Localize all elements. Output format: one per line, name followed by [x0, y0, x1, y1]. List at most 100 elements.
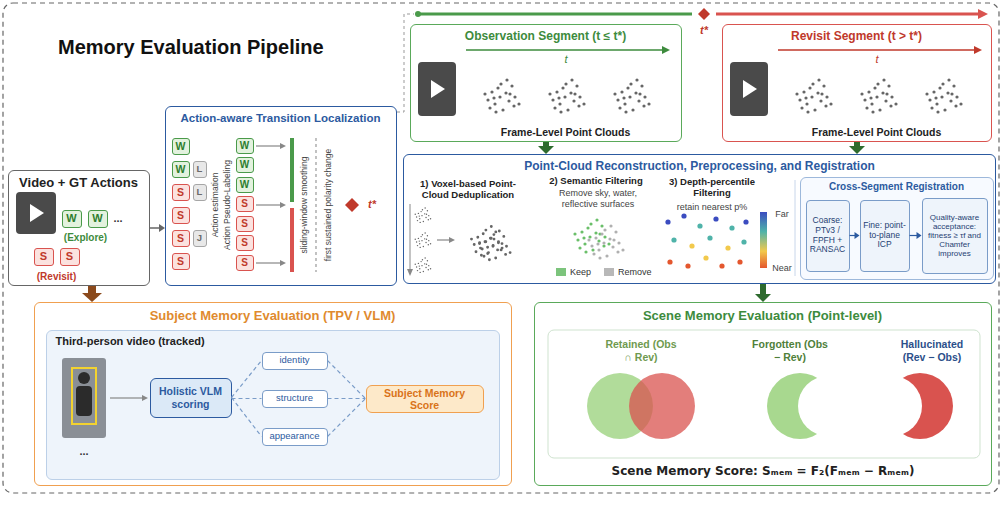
- depth-point: [685, 263, 690, 268]
- annotation: Action estimation: [210, 173, 220, 238]
- action-label-box: S: [172, 230, 190, 247]
- arrow-head: [917, 232, 922, 239]
- connector-line: [232, 398, 262, 399]
- depth-point: [737, 259, 742, 264]
- connector-line: [328, 398, 366, 399]
- legend-swatch: [604, 268, 614, 276]
- point-cloud: [862, 80, 896, 112]
- action-label-box: S: [172, 253, 190, 270]
- box-label: S: [66, 250, 73, 263]
- annotation: Scene Memory Score: Sₘₑₘ = F₂(Fₘₑₘ − Rₘₑ…: [612, 464, 915, 478]
- action-label-box: W: [236, 177, 254, 193]
- arrow-head: [855, 232, 860, 239]
- leader-line: [397, 14, 414, 112]
- process-box: Holistic VLM scoring: [150, 378, 232, 418]
- arrow-head: [538, 146, 554, 154]
- tracking-box: [72, 368, 96, 424]
- arrow-head: [159, 224, 165, 232]
- outer-frame: [3, 3, 999, 493]
- box-title: Point-Cloud Reconstruction, Preprocessin…: [524, 158, 875, 172]
- connector: [232, 398, 262, 437]
- box-label: structure: [276, 393, 313, 404]
- point-cloud: [415, 208, 430, 222]
- legend-swatch: [556, 268, 566, 276]
- text-holder: 3) Depth-percentile Filtering: [650, 176, 775, 199]
- play-icon: [743, 80, 757, 98]
- arrow-head: [755, 294, 771, 302]
- action-label-box: L: [193, 161, 207, 178]
- annotation: t: [564, 53, 567, 66]
- box-label: W: [240, 140, 249, 152]
- point-cloud: [415, 258, 430, 272]
- annotation: Retained (Obs ∩ Rev): [604, 338, 679, 363]
- connector: [538, 142, 554, 154]
- text-holder: Action Pseudo-Labeling: [222, 160, 232, 250]
- text-holder: Frame-Level Point Clouds: [501, 125, 631, 138]
- box-label: Holistic VLM scoring: [153, 385, 229, 409]
- connector: [910, 232, 922, 239]
- point-cloud: [927, 80, 961, 112]
- annotation: sliding-window smoothing: [299, 157, 309, 254]
- box-label: identity: [279, 355, 309, 366]
- text-holder: Forgotten (Obs − Rev): [750, 338, 830, 363]
- depth-point: [671, 237, 676, 242]
- process-box: Quality-aware acceptance: fitness ≥ τf a…: [922, 198, 988, 274]
- criterion-box: identity: [262, 352, 328, 370]
- arrow-line: [437, 239, 449, 240]
- arrow-head: [82, 293, 102, 302]
- arrow-line: [110, 397, 142, 398]
- box-title: Action-aware Transition Localization: [180, 112, 380, 126]
- action-label-box: J: [193, 230, 207, 247]
- text-holder: 1) Voxel-based Point-Cloud Deduplication: [408, 178, 528, 201]
- action-label-box: L: [193, 184, 207, 201]
- annotation: t: [875, 53, 878, 66]
- annotation: Forgotten (Obs − Rev): [750, 338, 830, 363]
- connector-line: [910, 235, 918, 236]
- venn-revisit: [629, 373, 695, 439]
- annotation: Near: [772, 263, 792, 274]
- connector-line: [760, 284, 766, 296]
- video-thumbnail: [16, 192, 56, 234]
- depth-point: [681, 213, 686, 218]
- text-holder: Scene Memory Evaluation (Point-level): [643, 308, 882, 324]
- timeline-observe: [418, 13, 692, 16]
- score-box: Subject Memory Score: [366, 385, 484, 413]
- text-holder: Keep: [570, 267, 591, 278]
- point-cloud: [480, 231, 511, 260]
- box-title: Observation Segment (t ≤ t*): [465, 28, 626, 42]
- action-label-box: W: [236, 138, 254, 154]
- play-icon: [431, 80, 445, 98]
- text-holder: Action-aware Transition Localization: [180, 112, 380, 126]
- text-holder: Far: [775, 209, 789, 220]
- text-holder: (Explore): [64, 232, 107, 244]
- action-label-box: W: [236, 157, 254, 173]
- connector-line: [328, 399, 366, 437]
- action-label-box: S: [236, 255, 254, 271]
- video-thumbnail: [730, 62, 768, 116]
- annotation: t*: [368, 198, 376, 211]
- text-holder: Subject Memory Evaluation (TPV / VLM): [150, 308, 396, 324]
- annotation: Far: [775, 209, 789, 220]
- text-holder: Near: [772, 263, 792, 274]
- box-label: S: [177, 209, 184, 221]
- box-title: Cross-Segment Registration: [829, 181, 964, 193]
- depth-point: [689, 243, 694, 248]
- box-label: Fine: point-to-plane ICP: [863, 221, 907, 250]
- annotation: 1) Voxel-based Point-Cloud Deduplication: [408, 178, 528, 201]
- depth-point: [725, 245, 730, 250]
- depth-point: [707, 235, 712, 240]
- text-holder: t: [564, 53, 567, 66]
- text-holder: first sustained polarity change: [323, 149, 333, 261]
- annotation: 2) Semantic Filtering: [549, 175, 642, 186]
- annotation: t*: [700, 24, 708, 37]
- point-cloud: [797, 80, 831, 112]
- time-axis: [410, 204, 411, 270]
- box-title: Scene Memory Evaluation (Point-level): [643, 308, 882, 324]
- process-box: Coarse: PTv3 / FPFH + RANSAC: [806, 200, 850, 272]
- depth-point: [703, 255, 708, 260]
- point-cloud-remove: [589, 226, 623, 258]
- explore-bar: [290, 138, 294, 202]
- play-icon: [30, 204, 44, 222]
- depth-point: [729, 225, 734, 230]
